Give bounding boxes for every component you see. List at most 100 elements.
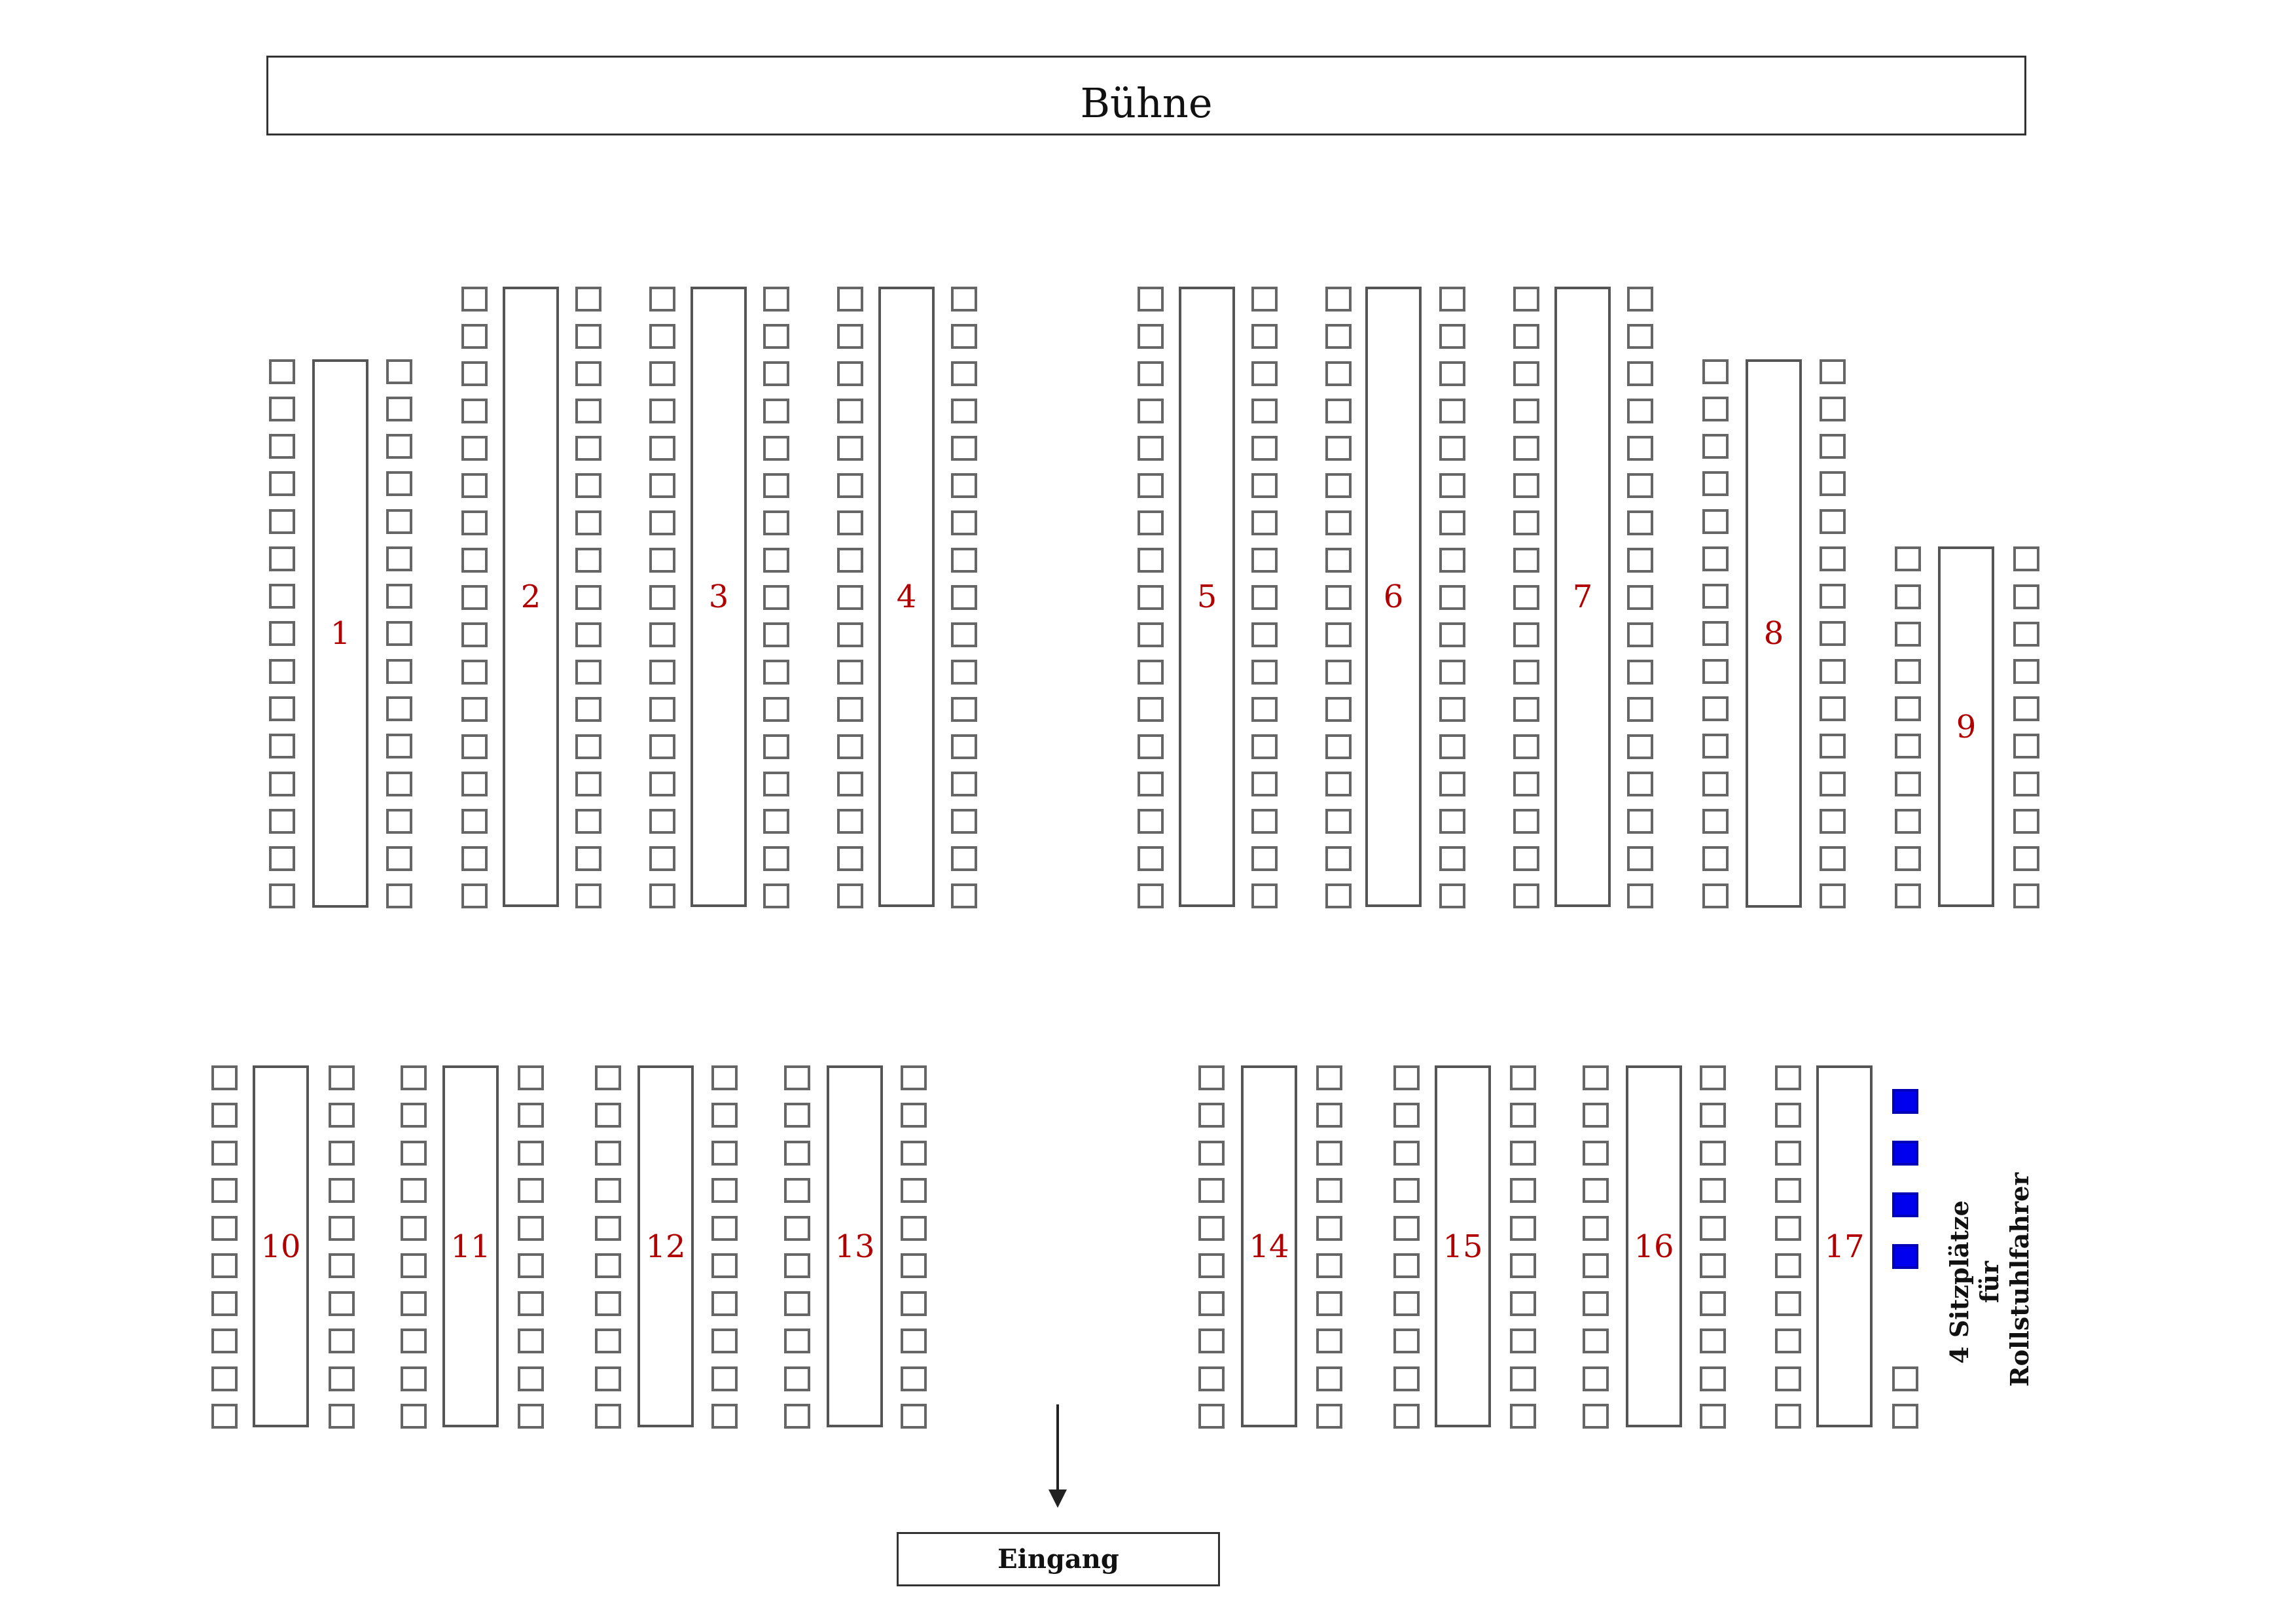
chair — [461, 548, 488, 573]
chair — [1513, 660, 1539, 685]
chair — [329, 1216, 355, 1241]
chair — [1510, 1103, 1536, 1128]
chair — [951, 809, 977, 834]
chair — [649, 324, 675, 349]
chair — [837, 772, 863, 796]
chair — [1702, 846, 1729, 871]
wheelchair-note-line2: Rollstuhlfahrer — [2005, 1172, 2034, 1387]
chair — [461, 883, 488, 908]
chair — [1138, 734, 1164, 759]
chair — [1820, 734, 1846, 758]
chair — [1251, 361, 1278, 386]
chair — [1251, 324, 1278, 349]
chair — [1316, 1103, 1342, 1128]
chair — [1393, 1253, 1420, 1278]
chair — [763, 324, 789, 349]
chair — [1702, 584, 1729, 609]
chair — [595, 1216, 621, 1241]
chair — [711, 1178, 738, 1203]
chair — [518, 1329, 544, 1353]
table-6: 6 — [1365, 287, 1422, 907]
chair — [1702, 621, 1729, 646]
chair — [1439, 734, 1465, 759]
chair — [1439, 883, 1465, 908]
chair — [401, 1065, 427, 1090]
table-number: 1 — [330, 615, 351, 652]
chair — [649, 697, 675, 722]
chair — [211, 1216, 238, 1241]
chair — [1138, 510, 1164, 535]
chair — [1198, 1404, 1225, 1429]
chair — [1702, 471, 1729, 496]
chair — [1895, 622, 1921, 647]
chair — [784, 1404, 810, 1429]
chair — [1251, 883, 1278, 908]
chair — [595, 1329, 621, 1353]
chair — [1138, 883, 1164, 908]
table-number: 8 — [1763, 615, 1784, 652]
chair — [763, 287, 789, 312]
chair — [951, 436, 977, 461]
chair — [386, 659, 412, 684]
chair — [575, 697, 601, 722]
chair — [1775, 1216, 1801, 1241]
chair — [1513, 510, 1539, 535]
chair — [1138, 436, 1164, 461]
chair — [763, 772, 789, 796]
chair — [1702, 659, 1729, 684]
chair — [1393, 1329, 1420, 1353]
chair — [461, 287, 488, 312]
chair — [1583, 1366, 1609, 1391]
chair — [1820, 772, 1846, 796]
chair — [1775, 1141, 1801, 1166]
chair — [1316, 1329, 1342, 1353]
chair — [1627, 473, 1653, 498]
chair — [1513, 287, 1539, 312]
chair — [575, 548, 601, 573]
chair — [711, 1253, 738, 1278]
chair — [269, 809, 295, 834]
chair — [1702, 434, 1729, 459]
chair — [1700, 1329, 1726, 1353]
chair — [2013, 809, 2039, 834]
chair — [1583, 1178, 1609, 1203]
chair — [837, 473, 863, 498]
chair — [1892, 1366, 1918, 1391]
chair — [461, 734, 488, 759]
stage-label: Bühne — [1080, 79, 1213, 127]
chair — [1251, 772, 1278, 796]
chair — [1325, 324, 1352, 349]
chair — [1513, 772, 1539, 796]
chair — [575, 846, 601, 871]
chair — [1627, 846, 1653, 871]
chair — [1138, 622, 1164, 647]
chair — [951, 622, 977, 647]
chair — [269, 621, 295, 646]
chair — [951, 324, 977, 349]
chair — [951, 287, 977, 312]
chair — [837, 399, 863, 423]
chair — [1700, 1291, 1726, 1316]
table-number: 11 — [450, 1228, 491, 1265]
chair — [784, 1366, 810, 1391]
chair — [784, 1216, 810, 1241]
chair — [649, 548, 675, 573]
chair — [2013, 734, 2039, 758]
chair — [269, 434, 295, 459]
chair — [711, 1291, 738, 1316]
chair — [329, 1329, 355, 1353]
chair — [386, 809, 412, 834]
table-17: 17 — [1816, 1065, 1873, 1427]
table-number: 3 — [708, 579, 729, 615]
chair — [211, 1404, 238, 1429]
chair — [1251, 622, 1278, 647]
entrance-arrow-icon — [1049, 1489, 1067, 1508]
chair — [1775, 1065, 1801, 1090]
chair — [901, 1178, 927, 1203]
chair — [2013, 846, 2039, 871]
chair — [1251, 436, 1278, 461]
chair — [711, 1216, 738, 1241]
chair — [837, 585, 863, 610]
chair — [1895, 772, 1921, 796]
chair — [951, 660, 977, 685]
